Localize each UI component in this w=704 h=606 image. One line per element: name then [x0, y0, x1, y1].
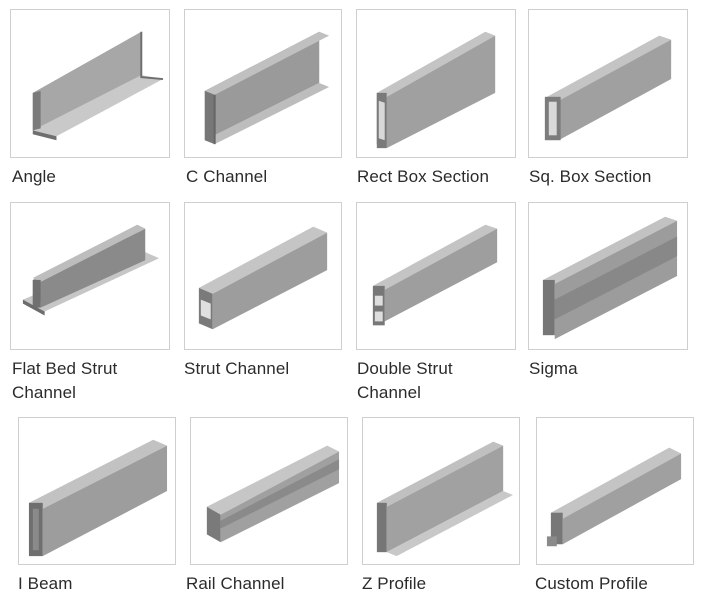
sigma-profile-icon [542, 216, 678, 340]
label-strut-channel: Strut Channel [184, 357, 289, 381]
profile-name: Double Strut Channel [357, 359, 453, 402]
flat-bed-strut-channel-profile-icon [22, 224, 160, 316]
profile-name: Z Profile [362, 574, 427, 593]
profile-name: Strut Channel [184, 359, 290, 378]
angle-profile-icon [32, 31, 164, 141]
profile-name: C Channel [186, 167, 268, 186]
double-strut-channel-profile-icon [372, 224, 498, 326]
tile-z-profile[interactable] [362, 417, 520, 565]
sq-box-section-profile-icon [544, 35, 672, 141]
tile-rail-channel[interactable] [190, 417, 348, 565]
label-custom-profile: Custom Profile [535, 572, 648, 596]
profile-name: Rect Box Section [357, 167, 489, 186]
rail-channel-profile-icon [206, 445, 340, 543]
label-angle: Angle [12, 165, 56, 189]
label-i-beam: I Beam [18, 572, 72, 596]
profile-name: I Beam [18, 574, 73, 593]
label-c-channel: C Channel [186, 165, 267, 189]
profile-name: Sigma [529, 359, 578, 378]
label-z-profile: Z Profile [362, 572, 426, 596]
tile-c-channel[interactable] [184, 9, 342, 158]
strut-channel-profile-icon [198, 226, 328, 330]
label-double-strut-channel: Double Strut Channel [357, 357, 507, 405]
rect-box-section-profile-icon [376, 31, 496, 149]
tile-rect-box-section[interactable] [356, 9, 516, 158]
tile-sq-box-section[interactable] [528, 9, 688, 158]
tile-flat-bed-strut-channel[interactable] [10, 202, 170, 350]
tile-double-strut-channel[interactable] [356, 202, 516, 350]
label-flat-bed-strut-channel: Flat Bed Strut Channel [12, 357, 162, 405]
i-beam-profile-icon [28, 439, 168, 557]
c-channel-profile-icon [204, 31, 330, 145]
profile-name: Rail Channel [186, 574, 285, 593]
tile-angle[interactable] [10, 9, 170, 158]
label-rect-box-section: Rect Box Section [357, 165, 489, 189]
profile-name: Sq. Box Section [529, 167, 652, 186]
label-sq-box-section: Sq. Box Section [529, 165, 651, 189]
tile-sigma[interactable] [528, 202, 688, 350]
profile-name: Flat Bed Strut Channel [12, 359, 118, 402]
label-rail-channel: Rail Channel [186, 572, 285, 596]
tile-i-beam[interactable] [18, 417, 176, 565]
z-profile-profile-icon [376, 441, 514, 557]
profile-name: Custom Profile [535, 574, 648, 593]
custom-profile-profile-icon [546, 447, 682, 547]
tile-custom-profile[interactable] [536, 417, 694, 565]
profile-name: Angle [12, 167, 56, 186]
tile-strut-channel[interactable] [184, 202, 342, 350]
label-sigma: Sigma [529, 357, 578, 381]
